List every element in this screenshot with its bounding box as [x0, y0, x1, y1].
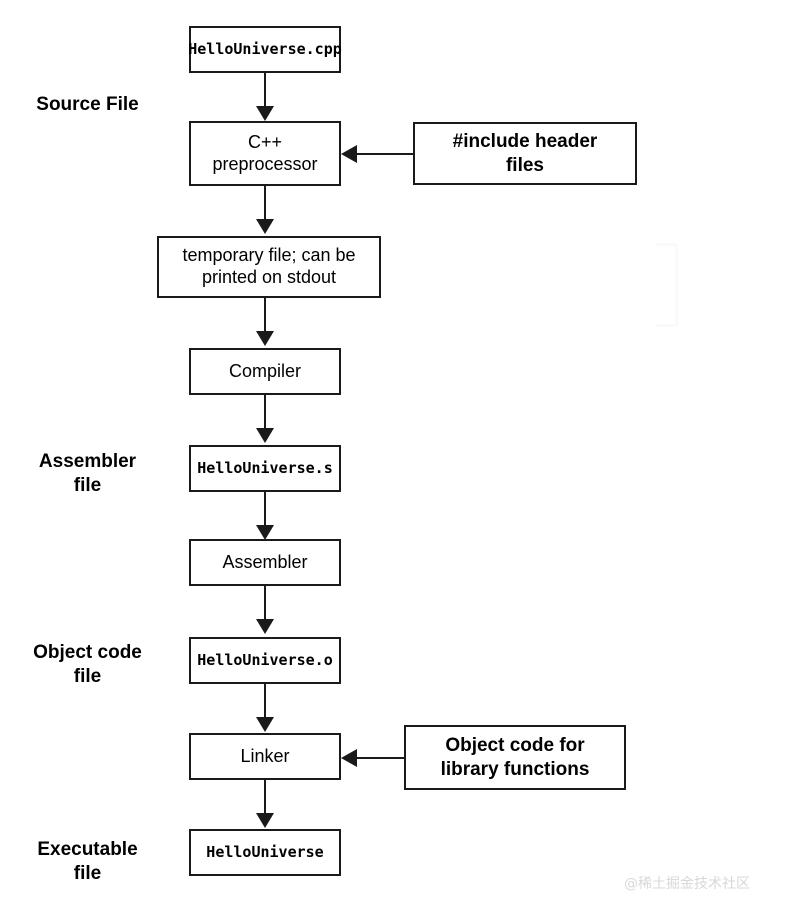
arrowhead-library-to-linker-icon — [341, 749, 357, 767]
node-include-header-files[interactable]: #include header files — [413, 122, 637, 185]
connector-library-to-linker — [357, 756, 404, 759]
node-include-header-files-line1: #include header — [452, 131, 598, 153]
connector-asm-to-assembler — [263, 492, 266, 527]
node-compiler[interactable]: Compiler — [189, 348, 341, 395]
connector-obj-to-linker — [263, 684, 266, 719]
arrowhead-tempfile-to-compiler-icon — [256, 331, 274, 346]
node-compiler-label: Compiler — [228, 360, 302, 381]
node-object-code-library[interactable]: Object code for library functions — [404, 725, 626, 790]
node-cpp-preprocessor-line1: C++ — [247, 131, 283, 152]
stage-label-assembler-file-line1: Assembler — [38, 451, 137, 472]
node-temporary-file-line2: printed on stdout — [201, 267, 337, 287]
arrowhead-asm-to-assembler-icon — [256, 525, 274, 540]
node-cpp-preprocessor[interactable]: C++ preprocessor — [189, 121, 341, 186]
node-assembler-label: Assembler — [222, 551, 308, 572]
node-linker[interactable]: Linker — [189, 733, 341, 780]
node-temporary-file-line1: temporary file; can be — [182, 245, 356, 266]
node-hellouniverse-s-label: HelloUniverse.s — [197, 459, 333, 478]
stage-label-object-code-file-line1: Object code — [33, 642, 142, 663]
arrowhead-cpp-to-preprocessor-icon — [256, 106, 274, 121]
connector-cpp-to-preprocessor — [263, 73, 266, 108]
connector-compiler-to-asm — [263, 395, 266, 430]
stage-label-assembler-file-line2: file — [73, 474, 102, 496]
stage-label-source-file-line1: Source File — [36, 94, 139, 115]
arrowhead-preprocessor-to-tempfile-icon — [256, 219, 274, 234]
background-bracket-artifact — [655, 243, 678, 327]
node-hellouniverse-label: HelloUniverse — [206, 843, 324, 862]
connector-assembler-to-obj — [263, 586, 266, 621]
node-hellouniverse-cpp-label: HelloUniverse.cpp — [188, 40, 342, 59]
stage-label-executable-file-line2: file — [73, 862, 102, 884]
stage-label-assembler-file: Assembler file — [10, 450, 165, 498]
stage-label-executable-file: Executable file — [10, 838, 165, 886]
node-object-code-library-line2: library functions — [440, 758, 590, 780]
node-include-header-files-line2: files — [505, 154, 545, 176]
node-temporary-file[interactable]: temporary file; can be printed on stdout — [157, 236, 381, 298]
arrowhead-include-to-preprocessor-icon — [341, 145, 357, 163]
connector-include-to-preprocessor — [357, 152, 413, 155]
arrowhead-linker-to-executable-icon — [256, 813, 274, 828]
connector-preprocessor-to-tempfile — [263, 186, 266, 221]
node-hellouniverse-o[interactable]: HelloUniverse.o — [189, 637, 341, 684]
stage-label-object-code-file-line2: file — [73, 665, 102, 687]
node-hellouniverse-o-label: HelloUniverse.o — [197, 651, 333, 670]
connector-linker-to-executable — [263, 780, 266, 815]
node-linker-label: Linker — [240, 745, 290, 766]
arrowhead-assembler-to-obj-icon — [256, 619, 274, 634]
node-object-code-library-line1: Object code for — [445, 735, 585, 757]
arrowhead-compiler-to-asm-icon — [256, 428, 274, 443]
stage-label-source-file: Source File — [10, 93, 165, 117]
node-cpp-preprocessor-line2: preprocessor — [212, 153, 318, 174]
stage-label-object-code-file: Object code file — [10, 641, 165, 689]
node-assembler[interactable]: Assembler — [189, 539, 341, 586]
watermark-text: @稀土掘金技术社区 — [624, 876, 750, 892]
node-hellouniverse-cpp[interactable]: HelloUniverse.cpp — [188, 26, 342, 73]
arrowhead-obj-to-linker-icon — [256, 717, 274, 732]
node-hellouniverse[interactable]: HelloUniverse — [189, 829, 341, 876]
stage-label-executable-file-line1: Executable — [37, 839, 138, 860]
node-hellouniverse-s[interactable]: HelloUniverse.s — [189, 445, 341, 492]
connector-tempfile-to-compiler — [263, 298, 266, 333]
